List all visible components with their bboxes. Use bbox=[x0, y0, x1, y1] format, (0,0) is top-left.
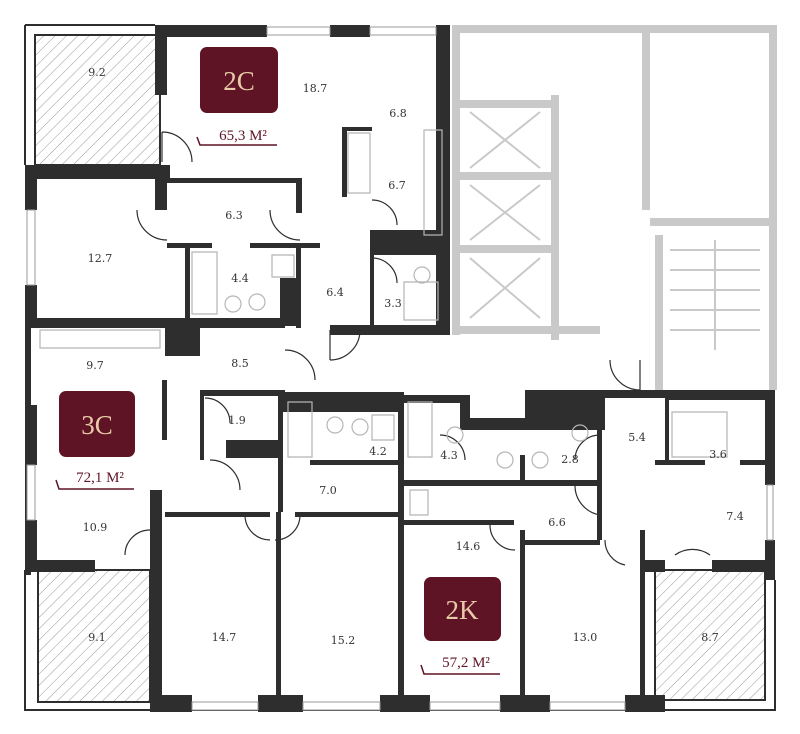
room-area: 6.3 bbox=[225, 209, 243, 222]
doors bbox=[124, 131, 711, 566]
room-area: 8.7 bbox=[701, 631, 719, 644]
room-area: 3.3 bbox=[384, 297, 402, 310]
apartment-area: 72,1 М² bbox=[76, 470, 124, 486]
apartment-area: 57,2 М² bbox=[442, 655, 490, 671]
room-area: 8.5 bbox=[231, 357, 249, 370]
room-area: 6.6 bbox=[548, 516, 566, 529]
room-area: 9.1 bbox=[88, 631, 106, 644]
room-area: 1.9 bbox=[228, 414, 246, 427]
apartment-code: 3C bbox=[81, 410, 113, 440]
balconies bbox=[24, 24, 776, 711]
apartment-area: 65,3 М² bbox=[219, 128, 267, 144]
room-area: 14.7 bbox=[212, 631, 237, 644]
room-area: 13.0 bbox=[573, 631, 598, 644]
room-area: 9.2 bbox=[88, 66, 106, 79]
room-area: 10.9 bbox=[83, 521, 108, 534]
apartment-badge-2c[interactable]: 2C 65,3 М² bbox=[196, 47, 278, 146]
room-area: 5.4 bbox=[628, 431, 646, 444]
room-area: 7.4 bbox=[726, 510, 744, 523]
walls bbox=[25, 25, 775, 712]
room-area: 7.0 bbox=[319, 484, 337, 497]
apartment-badge-2k[interactable]: 2K 57,2 М² bbox=[420, 577, 501, 675]
apartment-code: 2C bbox=[223, 66, 255, 96]
apartment-badge-3c[interactable]: 3C 72,1 М² bbox=[55, 391, 135, 490]
room-area: 14.6 bbox=[456, 540, 481, 553]
room-area: 2.8 bbox=[561, 453, 579, 466]
fixtures bbox=[39, 129, 728, 516]
room-area: 9.7 bbox=[86, 359, 104, 372]
room-area: 6.8 bbox=[389, 107, 407, 120]
room-area: 6.7 bbox=[388, 179, 406, 192]
room-area: 6.4 bbox=[326, 286, 344, 299]
room-labels: 9.2 18.7 6.8 6.7 6.3 12.7 4.4 6.4 3.3 9.7 8.5 1.9 4.… bbox=[83, 66, 744, 647]
room-area: 4.4 bbox=[231, 272, 249, 285]
room-area: 4.3 bbox=[440, 449, 458, 462]
windows bbox=[26, 26, 774, 711]
room-area: 15.2 bbox=[331, 634, 356, 647]
building-core bbox=[452, 25, 777, 390]
room-area: 3.6 bbox=[709, 448, 727, 461]
room-area: 18.7 bbox=[303, 82, 328, 95]
apartment-code: 2K bbox=[446, 595, 480, 625]
room-area: 12.7 bbox=[88, 252, 113, 265]
room-area: 4.2 bbox=[369, 445, 387, 458]
